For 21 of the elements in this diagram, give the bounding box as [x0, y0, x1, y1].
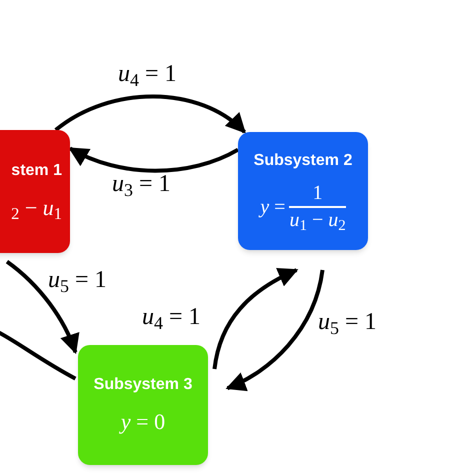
curved-arrow [226, 270, 324, 390]
subsystem-box [0, 130, 70, 253]
curved-arrow [68, 146, 239, 173]
edge-label: u$_{5}$ = 1 [318, 310, 377, 334]
formula-text: 1 [312, 181, 323, 206]
edge-label: u$_{4}$ = 1 [142, 305, 201, 329]
box-title: Subsystem 2 [254, 151, 352, 172]
curved-arrow [54, 94, 246, 134]
formula-text: u$_{1}$ − u$_{2}$ [289, 208, 346, 233]
edge-label: u$_{4}$ = 1 [118, 62, 177, 86]
edge-label: u$_{5}$ = 1 [48, 268, 107, 292]
formula-text: $_{2}$ − u$_{1}$ [11, 194, 62, 224]
subsystem-box [78, 345, 208, 465]
box-title: stem 1 [11, 161, 62, 181]
formula-text: y = [260, 195, 286, 220]
curved-arrow [6, 260, 79, 354]
subsystem-box [238, 132, 368, 250]
curved-arrow [212, 268, 298, 370]
formula-text: y = 0 [120, 408, 166, 436]
edge-label: u$_{3}$ = 1 [112, 172, 171, 196]
box-title: Subsystem 3 [94, 374, 192, 394]
